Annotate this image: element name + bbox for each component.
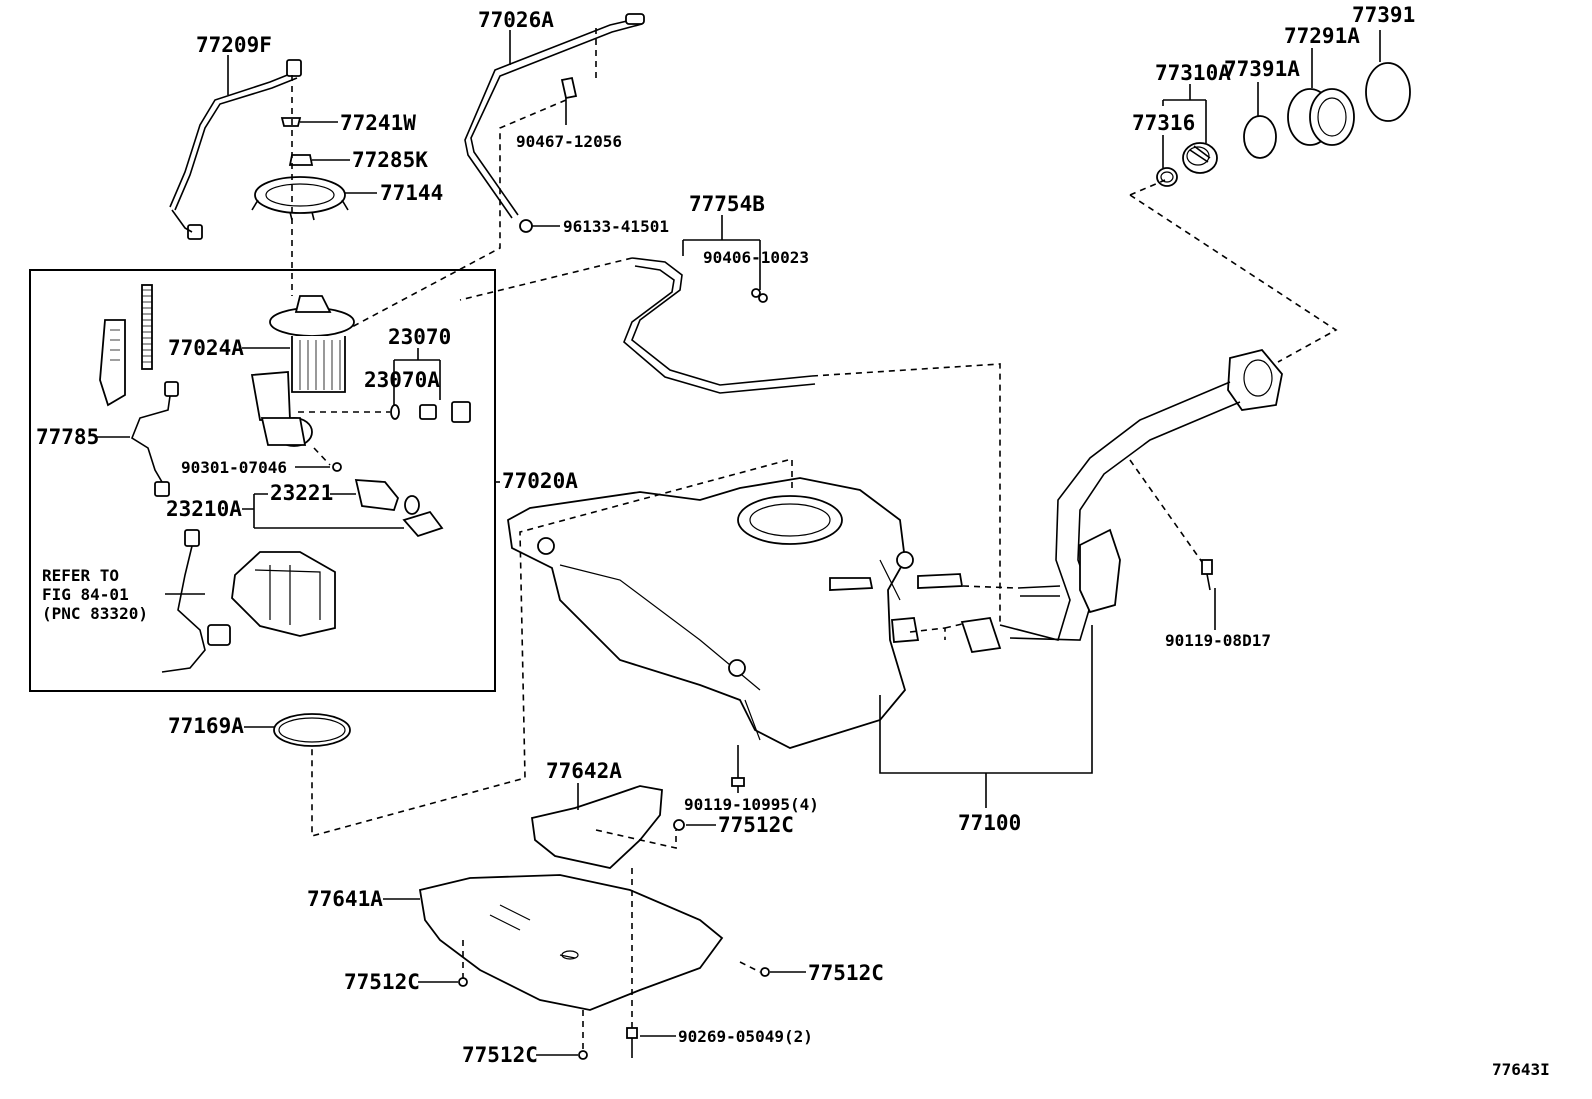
bracket-23210A bbox=[402, 510, 444, 538]
leader-lines bbox=[96, 30, 1381, 1056]
label-90119-10995: 90119-10995(4) bbox=[684, 795, 819, 814]
label-77285K: 77285K bbox=[352, 148, 428, 172]
clip-90467-12056 bbox=[560, 76, 578, 100]
dashed-assembly-lines bbox=[291, 28, 1338, 1050]
filter-23221 bbox=[354, 479, 420, 515]
label-90119-08D17: 90119-08D17 bbox=[1165, 631, 1271, 650]
refer-note-line-3: (PNC 83320) bbox=[42, 604, 148, 623]
fuel-pump-77024A bbox=[250, 295, 355, 447]
clip-77512C-b bbox=[760, 967, 770, 977]
label-77169A: 77169A bbox=[168, 714, 244, 738]
label-77026A: 77026A bbox=[478, 8, 554, 32]
protector-77642A bbox=[530, 785, 663, 869]
label-90406-10023: 90406-10023 bbox=[703, 248, 809, 267]
part-labels: 77209F 77026A 77241W 77285K 77144 90467-… bbox=[36, 3, 1550, 1079]
label-77641A: 77641A bbox=[307, 887, 383, 911]
label-77100: 77100 bbox=[958, 811, 1021, 835]
refer-note-line-1: REFER TO bbox=[42, 566, 119, 585]
protector-77641A bbox=[418, 874, 724, 1011]
clamp-90406-10023 bbox=[751, 288, 768, 303]
bolt-90269-05049 bbox=[626, 1027, 638, 1058]
label-77391: 77391 bbox=[1352, 3, 1415, 27]
clip-77241W bbox=[280, 117, 302, 127]
label-77512C-a: 77512C bbox=[718, 813, 794, 837]
clip-77285K bbox=[288, 154, 314, 166]
label-77024A: 77024A bbox=[168, 336, 244, 360]
retainer-ring-77144 bbox=[251, 176, 349, 221]
label-96133-41501: 96133-41501 bbox=[563, 217, 669, 236]
fuel-tank-77020A bbox=[507, 477, 964, 749]
label-23210A: 23210A bbox=[166, 497, 242, 521]
label-77642A: 77642A bbox=[546, 759, 622, 783]
seal-90301-07046 bbox=[332, 462, 342, 472]
filler-neck-77100 bbox=[960, 348, 1283, 653]
gauge-housing bbox=[231, 551, 336, 637]
refer-note-line-2: FIG 84-01 bbox=[42, 585, 129, 604]
label-77785: 77785 bbox=[36, 425, 99, 449]
sender-gauge-plate bbox=[99, 319, 126, 407]
label-77512C-b: 77512C bbox=[808, 961, 884, 985]
valve-23070A bbox=[419, 401, 471, 423]
gasket-77316 bbox=[1156, 167, 1178, 187]
label-23070A: 23070A bbox=[364, 368, 440, 392]
fuel-line-77026A bbox=[464, 13, 645, 219]
hose-77754B bbox=[623, 257, 816, 394]
label-90269-05049: 90269-05049(2) bbox=[678, 1027, 813, 1046]
clip-77512C-c bbox=[458, 977, 468, 987]
label-77020A: 77020A bbox=[502, 469, 578, 493]
ring-77291A bbox=[1287, 88, 1355, 146]
pump-subassembly-box bbox=[29, 269, 496, 692]
clip-77512C-a bbox=[673, 819, 685, 831]
fuel-cap-77310A bbox=[1182, 142, 1218, 174]
clamp-96133-41501 bbox=[519, 219, 533, 233]
label-77291A: 77291A bbox=[1284, 24, 1360, 48]
clip-77512C-d bbox=[578, 1050, 588, 1060]
label-77512C-c: 77512C bbox=[344, 970, 420, 994]
label-90467-12056: 90467-12056 bbox=[516, 132, 622, 151]
sender-spring bbox=[141, 284, 153, 370]
label-77316: 77316 bbox=[1132, 111, 1195, 135]
diagram-id: 77643I bbox=[1492, 1060, 1550, 1079]
label-77241W: 77241W bbox=[340, 111, 416, 135]
label-77754B: 77754B bbox=[689, 192, 765, 216]
label-77391A: 77391A bbox=[1224, 57, 1300, 81]
label-77310A: 77310A bbox=[1155, 61, 1231, 85]
bolt-90119-08D17 bbox=[1201, 559, 1213, 591]
label-90301-07046: 90301-07046 bbox=[181, 458, 287, 477]
o-ring-23070 bbox=[390, 404, 400, 420]
lid-77391 bbox=[1365, 62, 1411, 122]
bolt-90119-10995 bbox=[731, 745, 745, 787]
label-77512C-d: 77512C bbox=[462, 1043, 538, 1067]
label-23221: 23221 bbox=[270, 481, 333, 505]
wire-harness-77785 bbox=[131, 381, 179, 497]
gasket-77391A bbox=[1243, 115, 1277, 159]
label-77209F: 77209F bbox=[196, 33, 272, 57]
label-77144: 77144 bbox=[380, 181, 443, 205]
label-23070: 23070 bbox=[388, 325, 451, 349]
gasket-77169A bbox=[273, 713, 351, 747]
wire-harness-83320 bbox=[161, 529, 231, 673]
wire-harness-77209F bbox=[169, 59, 302, 240]
